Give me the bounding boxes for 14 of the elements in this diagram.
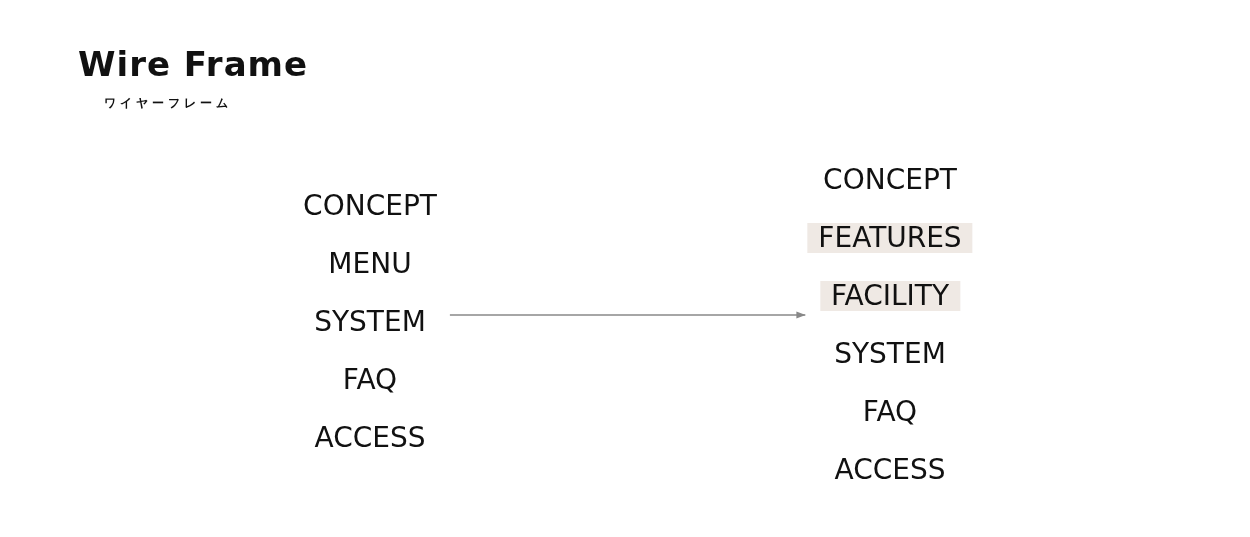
menu-item: CONCEPT xyxy=(822,165,958,195)
menu-item: SYSTEM xyxy=(833,339,947,369)
menu-item: FAQ xyxy=(341,365,399,395)
menu-item: FAQ xyxy=(861,397,919,427)
diagram-title: Wire Frame xyxy=(78,44,309,84)
menu-item: SYSTEM xyxy=(313,307,427,337)
menu-item: ACCESS xyxy=(313,423,427,453)
highlighted-menu-item: FACILITY xyxy=(819,281,961,311)
menu-item: MENU xyxy=(327,249,413,279)
subtitle: ワイヤーフレーム xyxy=(104,95,232,112)
highlighted-menu-item: FEATURES xyxy=(807,223,973,253)
arrow xyxy=(449,311,807,319)
menu-item: ACCESS xyxy=(833,455,947,485)
menu-item: CONCEPT xyxy=(302,191,438,221)
